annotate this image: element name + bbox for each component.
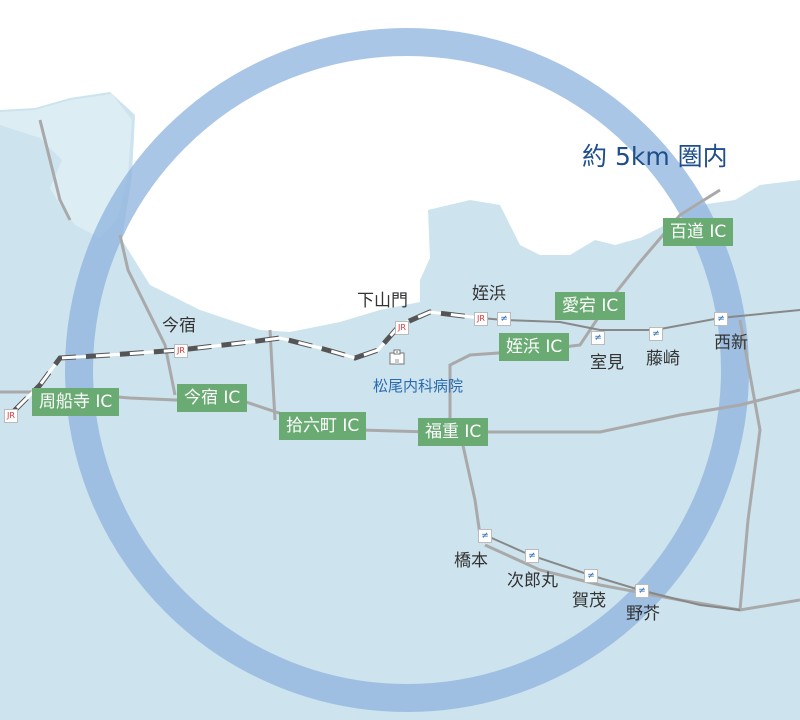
radius-ring	[65, 28, 749, 712]
subway-station-muromi: 室見	[590, 353, 624, 373]
hospital-icon	[389, 349, 405, 365]
jr-station-imajuku: 今宿	[162, 316, 196, 336]
hospital-name: 松尾内科病院	[373, 377, 464, 395]
jr-station-icon: JR	[4, 409, 18, 423]
peninsula	[0, 94, 132, 238]
jr-station-icon: JR	[474, 312, 488, 326]
subway-station-jiromaru: 次郎丸	[507, 571, 558, 591]
subway-station-icon: ≠	[714, 312, 728, 326]
subway-station-icon: ≠	[478, 529, 492, 543]
ic-badge-jurokucho: 拾六町 IC	[279, 412, 367, 440]
ic-badge-meinohama: 姪浜 IC	[499, 333, 570, 361]
jr-station-icon: JR	[395, 321, 409, 335]
subway-line-south	[484, 534, 741, 611]
subway-station-noke: 野芥	[626, 604, 660, 624]
ic-badge-momochi: 百道 IC	[663, 218, 734, 246]
land-area	[0, 92, 800, 720]
ic-badge-imajuku: 今宿 IC	[177, 384, 248, 412]
subway-station-icon: ≠	[635, 584, 649, 598]
subway-station-hashimoto: 橋本	[454, 551, 488, 571]
jr-station-meinohama: 姪浜	[472, 284, 506, 304]
subway-station-kamo: 賀茂	[572, 591, 606, 611]
radius-label: 約 5km 圏内	[582, 142, 728, 171]
ic-badge-susenji: 周船寺 IC	[32, 388, 120, 416]
jr-station-shimoyamato: 下山門	[357, 291, 408, 311]
subway-station-icon: ≠	[591, 331, 605, 345]
jr-line	[8, 309, 481, 417]
subway-station-fujisaki: 藤崎	[646, 349, 680, 369]
subway-station-icon: ≠	[497, 312, 511, 326]
ic-badge-atago: 愛宕 IC	[555, 292, 626, 320]
subway-station-icon: ≠	[584, 569, 598, 583]
jr-station-icon: JR	[174, 344, 188, 358]
subway-station-nishijin: 西新	[714, 333, 748, 353]
subway-station-icon: ≠	[649, 327, 663, 341]
subway-station-icon: ≠	[525, 549, 539, 563]
ic-badge-fukushige: 福重 IC	[418, 418, 489, 446]
